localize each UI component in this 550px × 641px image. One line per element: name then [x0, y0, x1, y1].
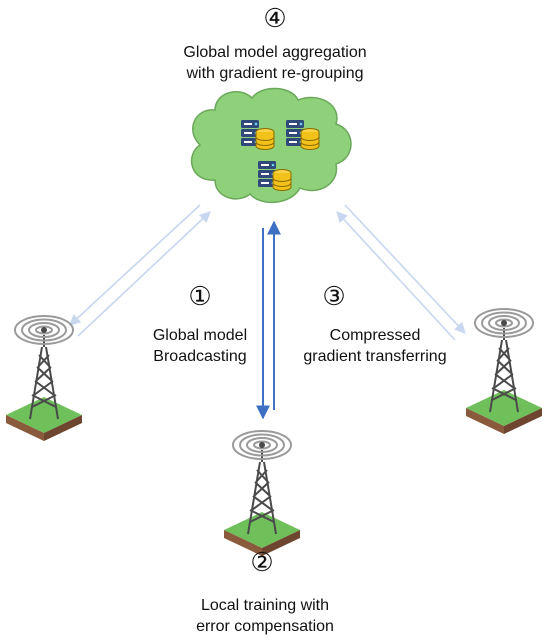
broadcast-label-line2: Broadcasting	[153, 348, 247, 365]
cell-tower-icon	[465, 308, 543, 435]
broadcast-label-line1: Global model	[152, 327, 248, 344]
local-label: Local training with error compensation	[160, 595, 370, 637]
aggregation-label: Global model aggregation with gradient r…	[125, 42, 425, 84]
step-number-transfer: ③	[322, 282, 346, 312]
broadcast-label: Global model Broadcasting	[120, 325, 280, 367]
faint-link-left	[69, 204, 211, 337]
faint-link-right	[336, 204, 466, 341]
cell-tower-icon	[5, 315, 83, 442]
step-number-aggregation: ④	[263, 4, 287, 34]
step-number-broadcast: ①	[188, 282, 212, 312]
step-number-local: ②	[250, 548, 274, 578]
local-label-line2: error compensation	[196, 618, 334, 635]
transfer-label: Compressed gradient transferring	[290, 325, 460, 367]
transfer-label-line1: Compressed	[329, 327, 421, 344]
transfer-label-line2: gradient transferring	[303, 348, 447, 365]
cell-tower-icon	[223, 430, 301, 557]
aggregation-label-line1: Global model aggregation	[183, 44, 367, 61]
aggregation-label-line2: with gradient re-grouping	[186, 65, 364, 82]
local-label-line1: Local training with	[200, 597, 330, 614]
